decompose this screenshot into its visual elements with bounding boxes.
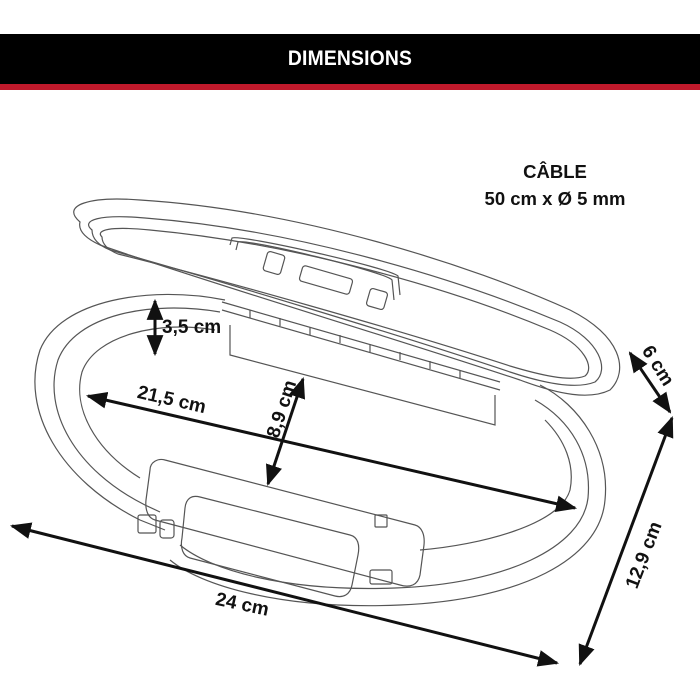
cable-title: CÂBLE — [523, 161, 587, 182]
page-title: DIMENSIONS — [287, 47, 413, 70]
label-inner-depth: 3,5 cm — [162, 317, 222, 338]
dimension-arrows — [9, 298, 674, 667]
header-bar — [0, 34, 700, 84]
lid — [73, 198, 621, 396]
arrow-outer-width — [578, 416, 674, 666]
arrow-inner-length — [85, 392, 578, 512]
arrow-outer-height — [628, 351, 672, 414]
cable-size: 50 cm x Ø 5 mm — [484, 188, 626, 209]
header-accent-stripe — [0, 84, 700, 90]
arrow-outer-length — [9, 522, 560, 667]
cable-spec: CÂBLE 50 cm x Ø 5 mm — [440, 158, 670, 212]
arrow-inner-width — [266, 377, 305, 486]
